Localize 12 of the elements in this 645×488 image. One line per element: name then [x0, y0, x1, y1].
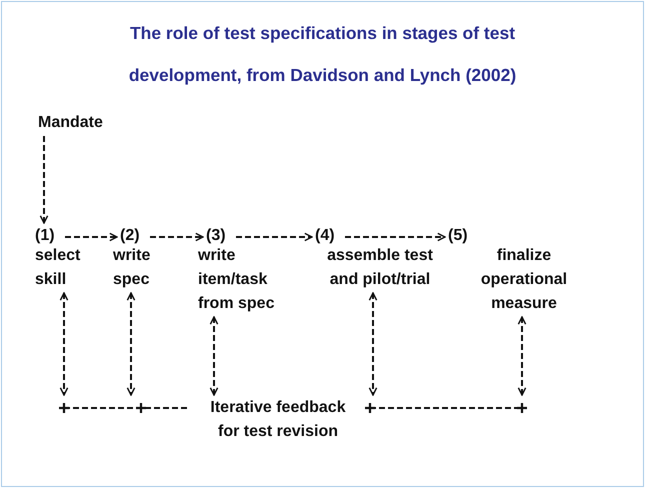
arrow — [150, 232, 204, 242]
arrow — [518, 316, 526, 396]
title: The role of test specifications in stages of test development, from Davidson and Lynch (2002) — [128, 22, 518, 87]
arrow — [236, 232, 313, 242]
arrow — [65, 232, 118, 242]
arrow — [60, 292, 68, 396]
arrow — [40, 136, 48, 224]
arrow — [210, 316, 218, 396]
arrow — [126, 292, 136, 396]
arrow — [368, 292, 378, 396]
stage-label: Mandate — [38, 111, 118, 135]
arrow — [345, 232, 446, 242]
